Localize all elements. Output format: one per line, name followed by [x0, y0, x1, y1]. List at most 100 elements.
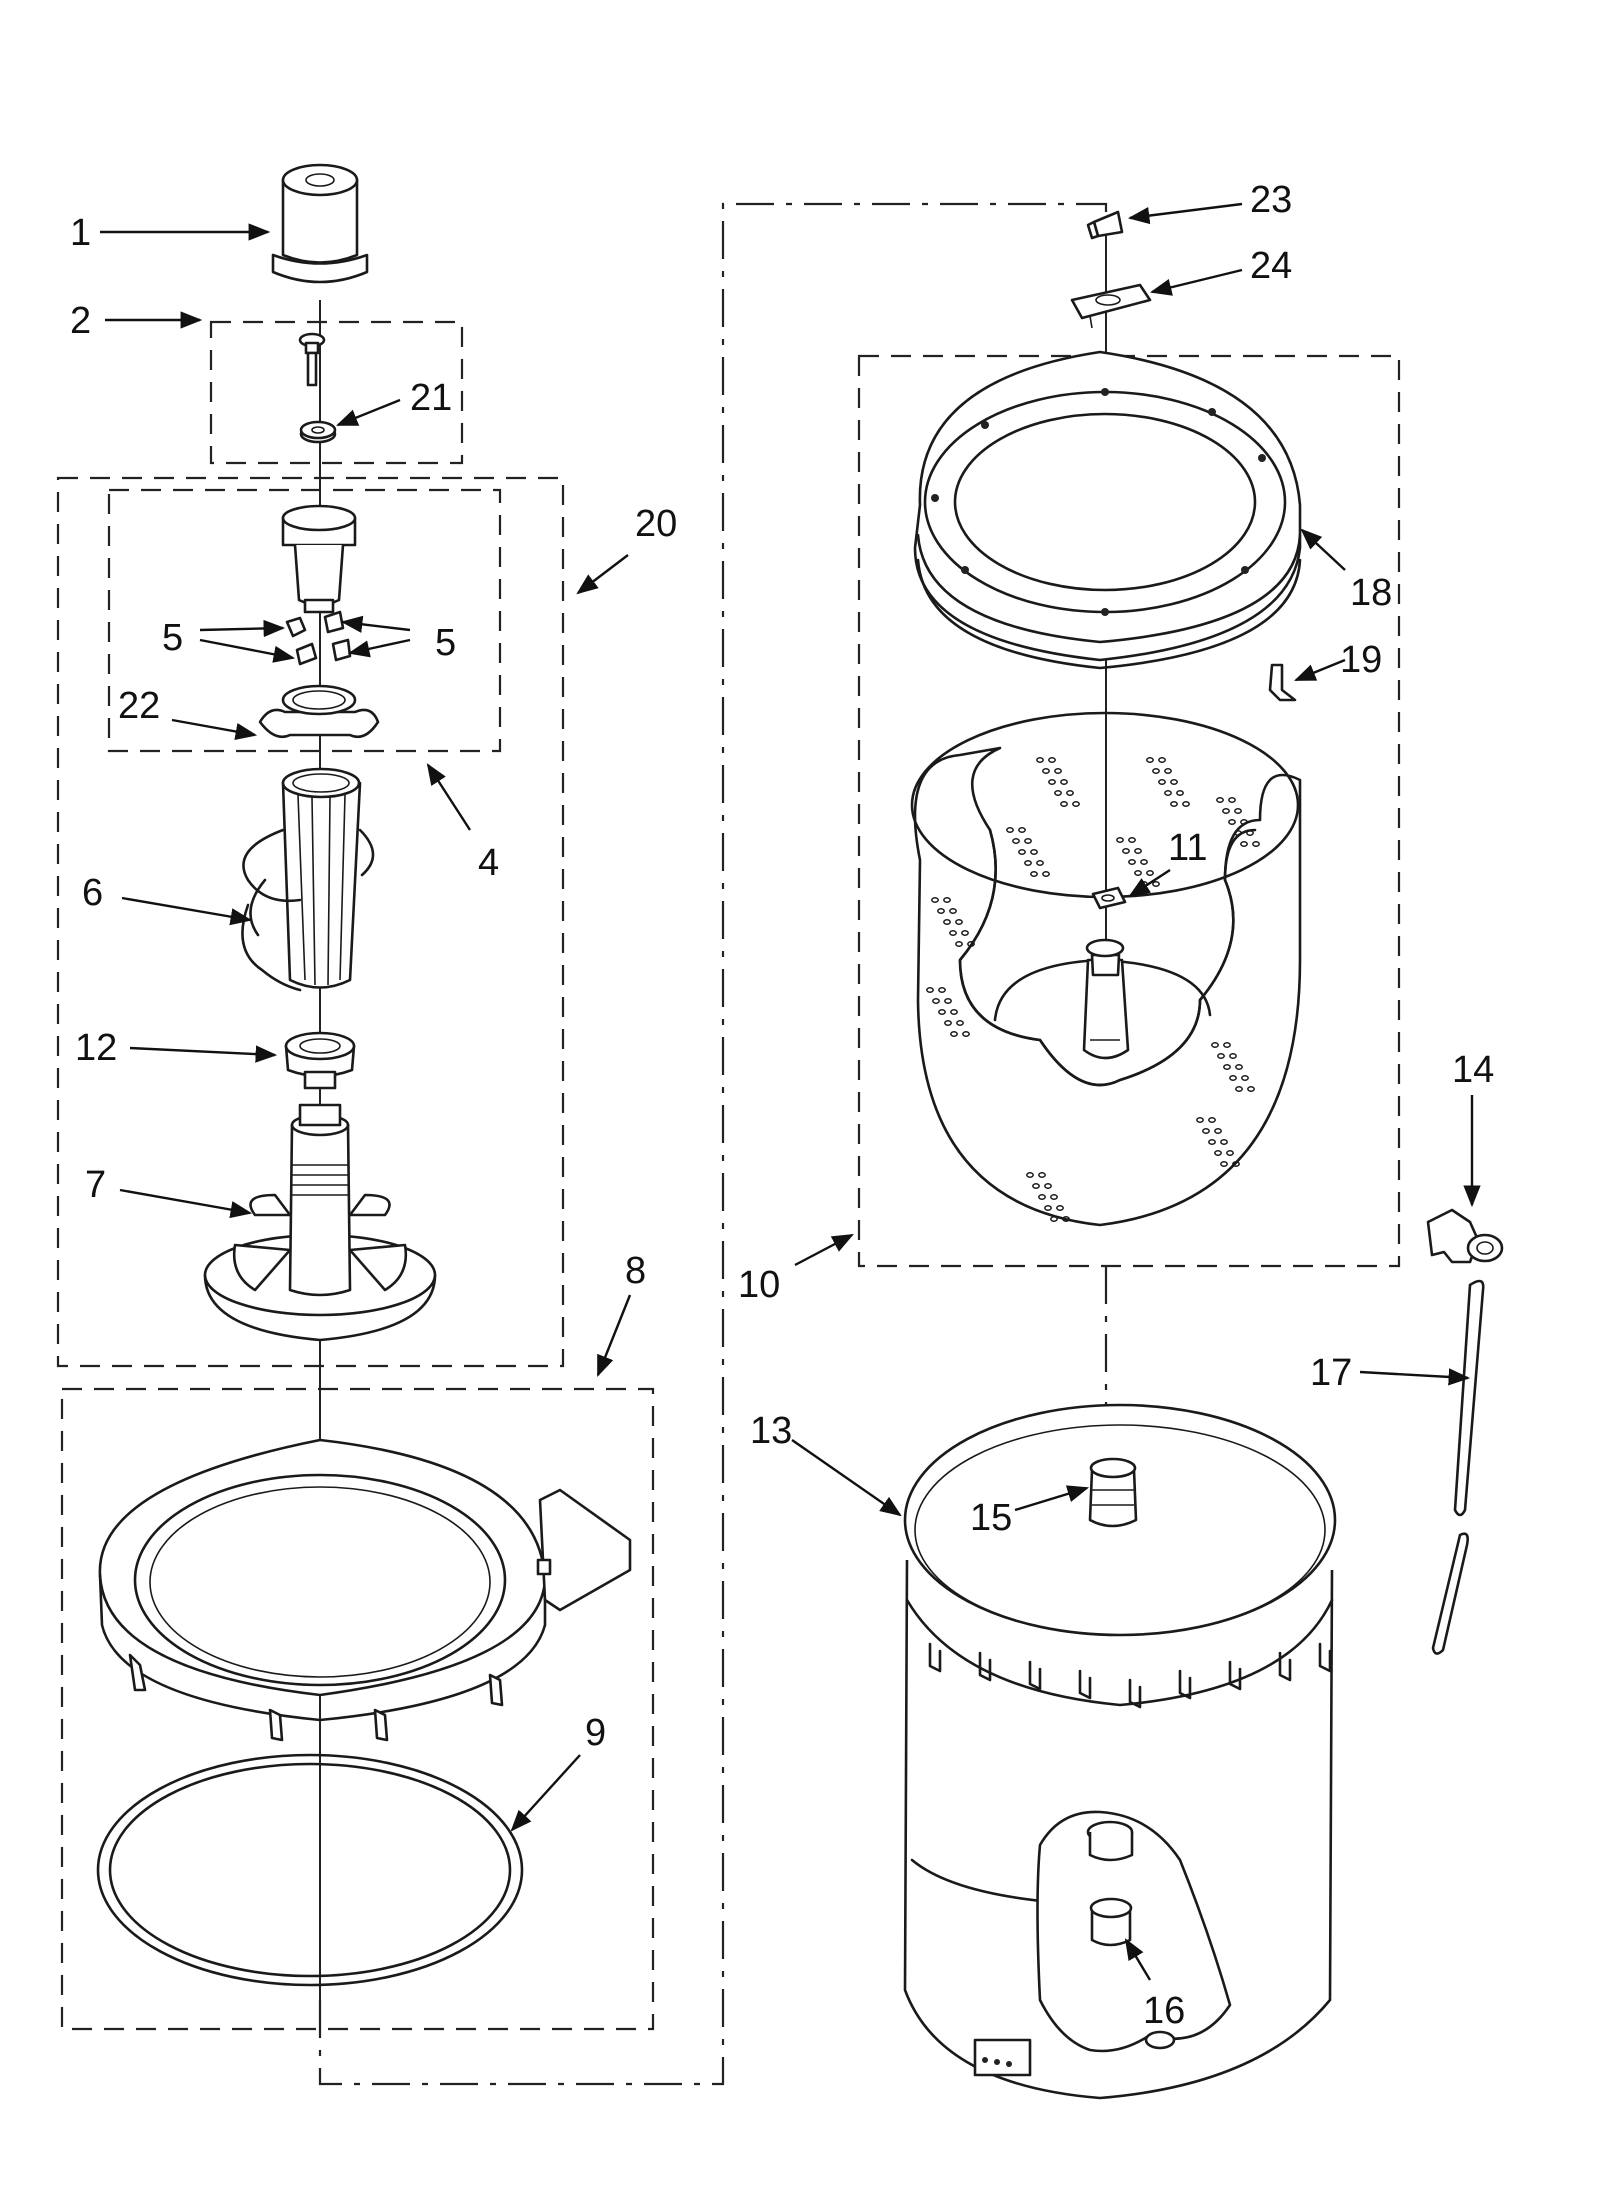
clip-19-part: [1268, 663, 1297, 702]
perforation-hole: [1050, 1216, 1058, 1222]
drive-bell-part: [284, 1031, 356, 1090]
perforation-hole: [1217, 1053, 1225, 1059]
perforation-hole: [1018, 827, 1026, 833]
perforation-hole: [1216, 797, 1224, 803]
perforation-hole: [1032, 1183, 1040, 1189]
auger-part: [241, 767, 375, 992]
perforation-hole: [1134, 848, 1142, 854]
callout-6: 6: [82, 872, 103, 914]
perforation-hole: [1176, 790, 1184, 796]
perforation-hole: [1235, 1064, 1243, 1070]
perforation-hole: [1060, 779, 1068, 785]
perforation-hole: [1146, 757, 1154, 763]
callout-5-right: 5: [435, 622, 456, 664]
perforation-hole: [1122, 848, 1130, 854]
agitator-dog-parts: [285, 610, 352, 666]
perforation-hole: [1164, 790, 1172, 796]
perforation-hole: [1158, 779, 1166, 785]
assembly-box-8: [60, 1387, 655, 2031]
perforation-hole: [1036, 757, 1044, 763]
perforation-hole: [1036, 860, 1044, 866]
perforation-hole: [1220, 1139, 1228, 1145]
perforation-hole: [1220, 1161, 1228, 1167]
hose-part: [1431, 1279, 1485, 1655]
perforation-hole: [1044, 1205, 1052, 1211]
dog-bearing-part: [258, 684, 380, 739]
perforation-hole: [1164, 768, 1172, 774]
perforation-hole: [1232, 1161, 1240, 1167]
perforation-hole: [955, 919, 963, 925]
bolt-part: [298, 332, 337, 444]
perforation-hole: [938, 987, 946, 993]
perforation-hole: [1223, 1042, 1231, 1048]
callout-13: 13: [750, 1410, 792, 1452]
callout-20: 20: [635, 503, 677, 545]
assembly-box-2: [209, 320, 464, 465]
clip-24-part: [1070, 283, 1152, 329]
cam-part: [281, 504, 357, 614]
perforation-hole: [1234, 830, 1242, 836]
perforation-hole: [1235, 1086, 1243, 1092]
callout-23: 23: [1250, 179, 1292, 221]
perforation-hole: [1060, 801, 1068, 807]
callout-8: 8: [625, 1250, 646, 1292]
perforation-hole: [1038, 1172, 1046, 1178]
perforation-hole: [1038, 1194, 1046, 1200]
perforation-hole: [937, 908, 945, 914]
perforation-hole: [1170, 801, 1178, 807]
perforation-hole: [967, 941, 975, 947]
perforation-hole: [1229, 1075, 1237, 1081]
tub-tab: [1228, 1660, 1242, 1691]
perforation-hole: [1048, 757, 1056, 763]
perforation-hole: [944, 1020, 952, 1026]
assembly-box-4: [107, 488, 502, 753]
perforation-hole: [1054, 768, 1062, 774]
callout-16: 16: [1143, 1990, 1185, 2032]
perforation-hole: [1048, 779, 1056, 785]
perforation-hole: [1170, 779, 1178, 785]
callout-19: 19: [1340, 639, 1382, 681]
callout-11: 11: [1168, 827, 1207, 869]
callout-17: 17: [1310, 1352, 1352, 1394]
perforation-hole: [1246, 830, 1254, 836]
basket-perforations: [926, 757, 1260, 1222]
perforation-hole: [1030, 849, 1038, 855]
perforation-hole: [1072, 801, 1080, 807]
assembly-box-20: [56, 476, 565, 1368]
perforation-hole: [1128, 837, 1136, 843]
tub-tab: [1178, 1669, 1192, 1700]
callout-7: 7: [85, 1164, 106, 1206]
perforation-hole: [1158, 757, 1166, 763]
perforation-hole: [956, 1020, 964, 1026]
perforation-hole: [1062, 1216, 1070, 1222]
perforation-hole: [1214, 1150, 1222, 1156]
connector-line: [318, 202, 1108, 2086]
perforation-hole: [1030, 871, 1038, 877]
perforation-hole: [1208, 1139, 1216, 1145]
callout-15: 15: [970, 1497, 1012, 1539]
perforation-hole: [1240, 841, 1248, 847]
tub-tab: [1318, 1642, 1332, 1673]
perforation-hole: [1228, 819, 1236, 825]
perforation-hole: [1182, 801, 1190, 807]
perforation-hole: [1196, 1117, 1204, 1123]
perforation-hole: [1042, 768, 1050, 774]
perforation-hole: [949, 930, 957, 936]
callout-21: 21: [410, 377, 452, 419]
perforation-hole: [1054, 790, 1062, 796]
balance-ring-part: [913, 350, 1302, 670]
perforation-hole: [1226, 1150, 1234, 1156]
perforation-hole: [943, 897, 951, 903]
perforation-hole: [1202, 1128, 1210, 1134]
perforation-hole: [1044, 1183, 1052, 1189]
callout-4: 4: [478, 842, 499, 884]
agitator-cap-part: [271, 163, 369, 284]
perforation-hole: [926, 987, 934, 993]
callout-18: 18: [1350, 572, 1392, 614]
tub-ring-part: [98, 1438, 632, 1742]
clip-23-part: [1086, 210, 1124, 240]
tub-tab: [1128, 1678, 1142, 1709]
perforation-hole: [1240, 819, 1248, 825]
callout-9: 9: [585, 1712, 606, 1754]
